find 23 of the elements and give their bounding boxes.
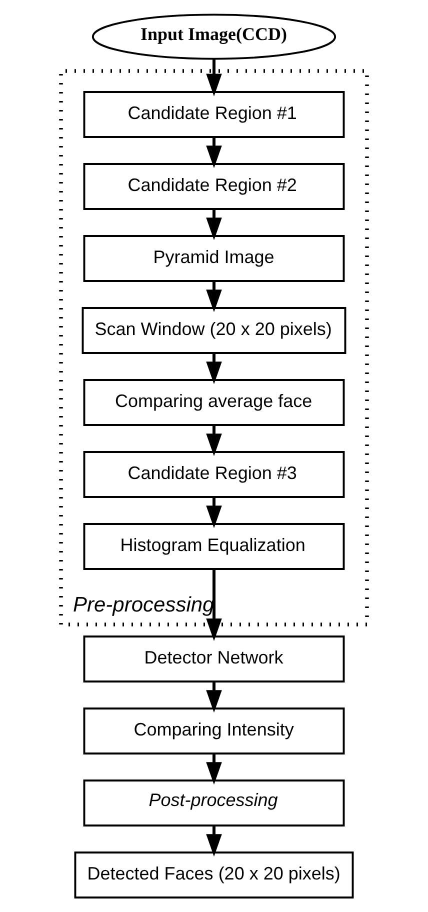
node-box: Detected Faces (20 x 20 pixels) [74, 852, 354, 898]
node-box: Post-processing [83, 780, 345, 826]
arrow [206, 425, 222, 456]
node-box: Detector Network [83, 636, 345, 682]
arrow [206, 59, 222, 96]
arrow [206, 754, 222, 785]
node-box: Comparing average face [83, 379, 345, 426]
arrow [206, 569, 222, 642]
arrow [206, 209, 222, 240]
node-box: Pyramid Image [83, 235, 345, 282]
node-box: Histogram Equalization [83, 523, 345, 570]
arrow [206, 353, 222, 384]
node-box: Candidate Region #3 [83, 451, 345, 498]
arrow [206, 137, 222, 168]
node-box: Candidate Region #2 [83, 163, 345, 210]
node-box: Candidate Region #1 [83, 91, 345, 138]
arrow [206, 497, 222, 528]
arrow [206, 682, 222, 713]
node-box: Scan Window (20 x 20 pixels) [82, 307, 346, 354]
node-ellipse: Input Image(CCD) [92, 14, 336, 60]
node-box: Comparing Intensity [83, 708, 345, 754]
arrow [206, 281, 222, 312]
arrow [206, 826, 222, 857]
